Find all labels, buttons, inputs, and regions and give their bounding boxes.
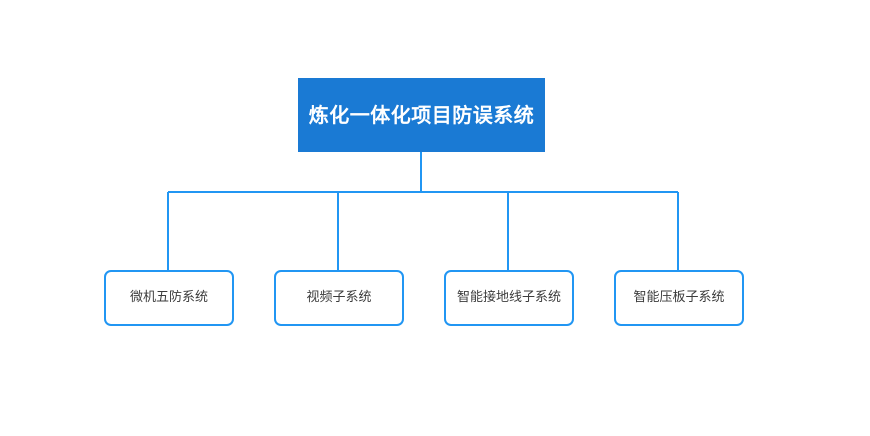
- child-node-label: 视频子系统: [306, 290, 372, 306]
- child-node-weiji-wufang[interactable]: 微机五防系统: [104, 270, 234, 326]
- child-node-label: 智能接地线子系统: [456, 290, 561, 306]
- root-node[interactable]: 炼化一体化项目防误系统: [298, 78, 545, 152]
- child-node-jiediyxian[interactable]: 智能接地线子系统: [444, 270, 574, 326]
- child-node-label: 微机五防系统: [129, 290, 208, 306]
- root-node-label: 炼化一体化项目防误系统: [308, 103, 535, 127]
- child-node-label: 智能压板子系统: [633, 290, 725, 306]
- child-node-shipin[interactable]: 视频子系统: [274, 270, 404, 326]
- child-node-yaban[interactable]: 智能压板子系统: [614, 270, 744, 326]
